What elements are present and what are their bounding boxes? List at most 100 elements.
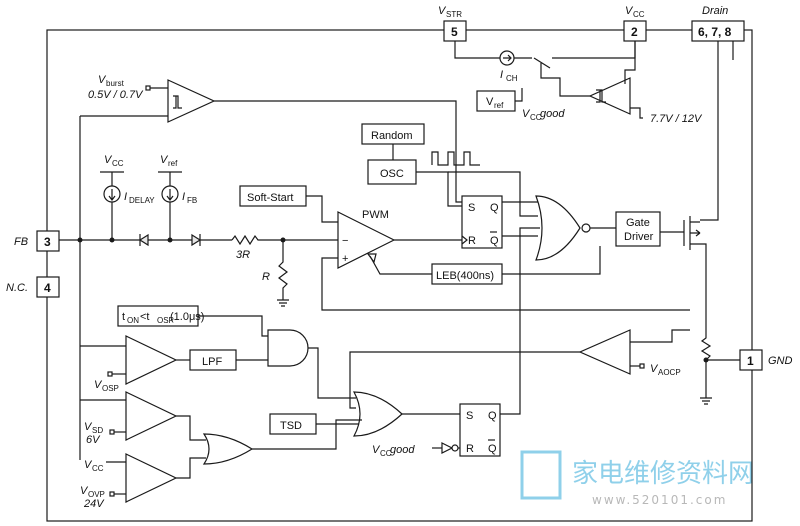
resistor-r-icon (278, 240, 288, 300)
svg-text:Random: Random (371, 130, 413, 142)
svg-text:V: V (84, 421, 93, 433)
svg-text:5: 5 (451, 25, 458, 39)
svg-text:V: V (80, 485, 89, 497)
watermark: 家电维修资料网 www.520101.com (520, 450, 754, 507)
ovp-comparator (125, 453, 178, 503)
svg-text:CC: CC (380, 449, 392, 458)
svg-text:TSD: TSD (280, 420, 302, 432)
pin-nc (36, 276, 60, 298)
svg-text:Drain: Drain (702, 5, 728, 17)
svg-text:Driver: Driver (624, 231, 654, 243)
svg-text:S: S (466, 410, 473, 422)
svg-text:GND: GND (768, 355, 793, 367)
svg-text:N.C.: N.C. (6, 282, 28, 294)
svg-text:OSP: OSP (157, 316, 174, 325)
or-gate-protection (352, 391, 403, 437)
svg-text:LEB(400ns): LEB(400ns) (436, 270, 494, 282)
svg-text:V: V (486, 96, 494, 108)
svg-text:<t: <t (140, 311, 149, 323)
svg-text:V: V (98, 74, 107, 86)
svg-text:FB: FB (14, 236, 28, 248)
svg-text:3: 3 (44, 235, 51, 249)
svg-text:V: V (625, 5, 634, 17)
svg-text:OSP: OSP (102, 384, 119, 393)
osc-pulse-icon (431, 151, 480, 166)
and-gate (267, 329, 309, 367)
burst-comparator (167, 79, 216, 123)
svg-text:4: 4 (44, 281, 51, 295)
svg-text:LPF: LPF (202, 356, 222, 368)
svg-text:SD: SD (92, 426, 103, 435)
chip-outline (46, 29, 753, 522)
inverter-icon (441, 442, 454, 454)
watermark-logo (520, 450, 562, 500)
svg-text:t: t (122, 311, 125, 323)
svg-text:Soft-Start: Soft-Start (247, 192, 293, 204)
svg-text:CC: CC (530, 113, 542, 122)
svg-text:CH: CH (506, 74, 518, 83)
gate-driver-box (615, 211, 661, 247)
svg-text:S: S (468, 202, 475, 214)
svg-text:3R: 3R (236, 249, 250, 261)
svg-text:good: good (390, 444, 415, 456)
svg-text:good: good (540, 108, 565, 120)
svg-text:I: I (124, 191, 127, 203)
svg-text:R: R (468, 235, 476, 247)
svg-text:Q: Q (488, 443, 497, 455)
diode-2-icon (191, 233, 202, 247)
svg-text:Q: Q (488, 410, 497, 422)
svg-text:ref: ref (168, 159, 178, 168)
watermark-cn: 家电维修资料网 (572, 459, 754, 489)
diode-1-icon (138, 233, 149, 247)
svg-text:V: V (650, 363, 659, 375)
svg-text:6, 7, 8: 6, 7, 8 (698, 25, 732, 39)
svg-text:−: − (342, 235, 348, 247)
pin-vstr: V STR 5 (438, 5, 467, 42)
svg-text:R: R (466, 443, 474, 455)
svg-text:AOCP: AOCP (658, 368, 681, 377)
svg-text:2: 2 (631, 25, 638, 39)
pin-drain: Drain 6, 7, 8 (691, 5, 745, 42)
startup-switch-icon (533, 57, 551, 69)
svg-text:V: V (522, 108, 531, 120)
pwm-latch (461, 195, 503, 249)
svg-text:V: V (104, 154, 113, 166)
nor-gate (535, 195, 581, 261)
svg-text:STR: STR (446, 10, 462, 19)
sd-comparator (125, 391, 178, 441)
svg-text:1: 1 (747, 354, 754, 368)
svg-text:7.7V / 12V: 7.7V / 12V (650, 113, 703, 125)
svg-text:CC: CC (112, 159, 124, 168)
svg-text:CC: CC (633, 10, 645, 19)
protection-latch (459, 403, 501, 457)
svg-text:V: V (160, 154, 169, 166)
svg-text:(1.0μs): (1.0μs) (170, 311, 204, 323)
svg-text:0.5V / 0.7V: 0.5V / 0.7V (88, 89, 144, 101)
svg-text:DELAY: DELAY (129, 196, 155, 205)
svg-text:R: R (262, 271, 270, 283)
svg-text:PWM: PWM (362, 209, 389, 221)
svg-text:Q: Q (490, 202, 499, 214)
svg-text:FB: FB (187, 196, 197, 205)
svg-text:6V: 6V (86, 434, 101, 446)
aocp-comparator (578, 329, 631, 375)
uvlo-comparator (588, 77, 631, 115)
svg-text:ON: ON (127, 316, 139, 325)
svg-text:OSC: OSC (380, 168, 404, 180)
svg-text:24V: 24V (83, 498, 105, 510)
or-gate-ovp (202, 433, 254, 465)
pin-vcc: V CC 2 (623, 5, 647, 42)
svg-text:ref: ref (494, 101, 504, 110)
pin-gnd (739, 349, 763, 371)
svg-text:I: I (500, 69, 503, 81)
pin-fb (36, 230, 60, 252)
svg-text:I: I (182, 191, 185, 203)
mosfet-icon (683, 216, 701, 250)
svg-text:Q: Q (490, 235, 499, 247)
svg-text:burst: burst (106, 79, 125, 88)
watermark-url: www.520101.com (592, 493, 727, 507)
svg-text:+: + (342, 253, 348, 265)
svg-text:V: V (372, 444, 381, 456)
